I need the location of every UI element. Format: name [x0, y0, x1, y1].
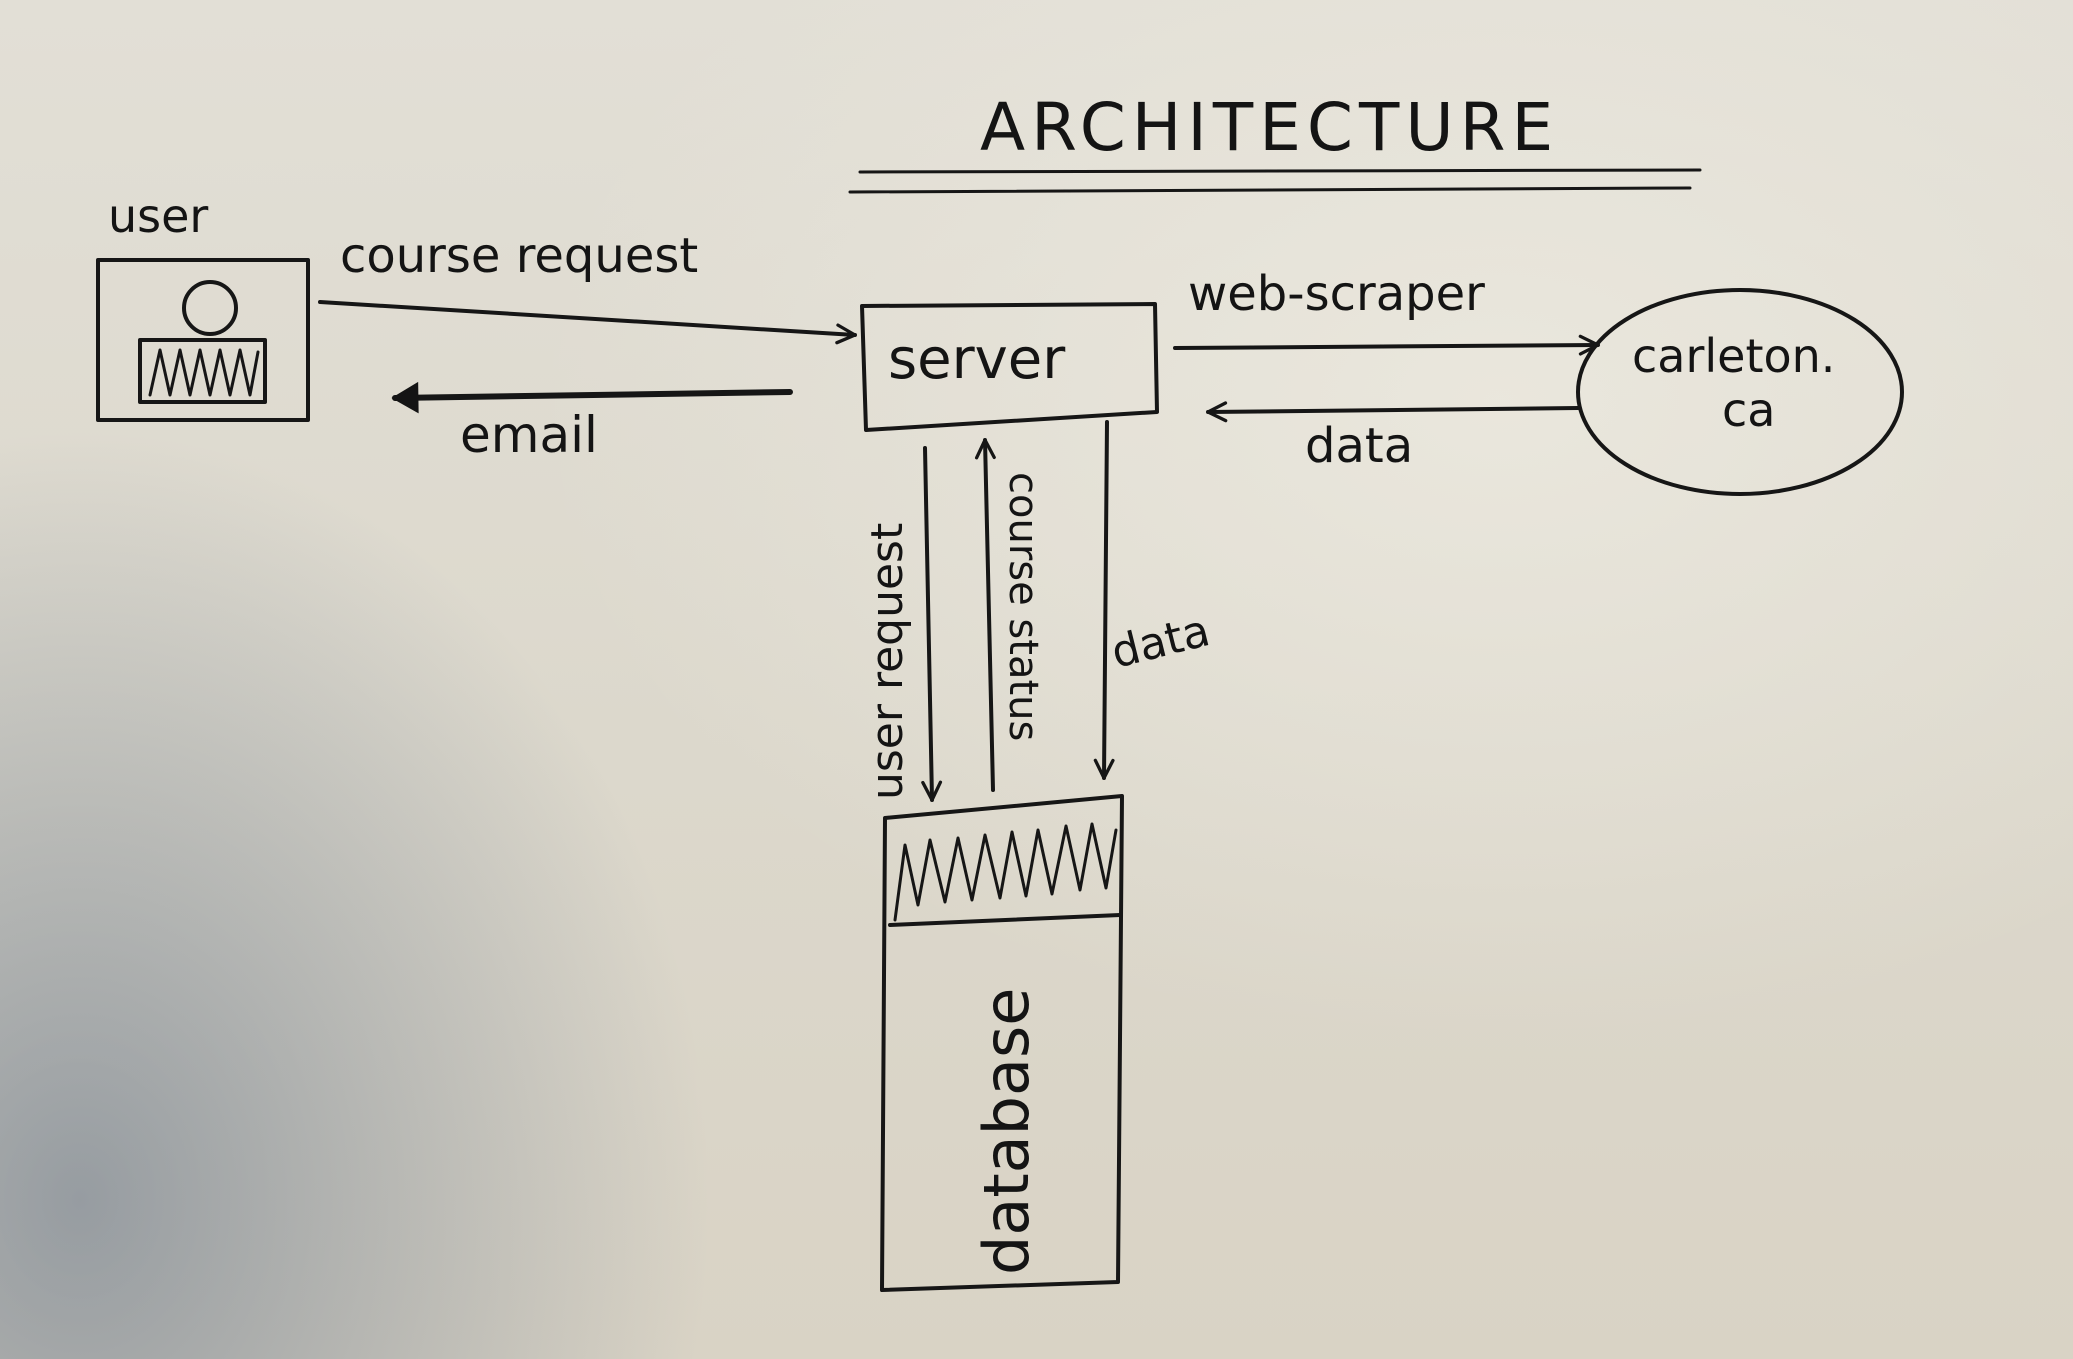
database-header-divider: [888, 913, 1122, 927]
site-data-arrow: [1206, 401, 1580, 423]
course-status-label: course status: [1000, 472, 1046, 741]
course-status-arrow: [974, 438, 996, 792]
database-box: [880, 794, 1124, 1292]
web-scraper-arrow: [1173, 334, 1600, 356]
web-scraper-label: web-scraper: [1188, 266, 1485, 322]
user-icon: [138, 280, 267, 404]
email-label: email: [460, 406, 598, 464]
course-request-label: course request: [340, 228, 698, 284]
email-arrow: [391, 381, 793, 414]
database-label: database: [970, 988, 1043, 1275]
title-underline-1: [858, 168, 1702, 174]
course-request-arrow: [318, 300, 857, 345]
diagram-title: ARCHITECTURE: [980, 89, 1559, 166]
title-underline-2: [848, 186, 1692, 194]
user-box: [96, 258, 310, 422]
carleton-label-line2: ca: [1722, 383, 1775, 437]
server-box: [860, 302, 1159, 432]
server-label: server: [888, 327, 1066, 392]
db-data-label: data: [1106, 605, 1215, 678]
site-data-label: data: [1305, 418, 1413, 474]
user-label: user: [108, 189, 208, 243]
db-data-arrow: [1093, 420, 1115, 780]
user-request-arrow: [921, 446, 943, 802]
user-request-label: user request: [862, 523, 913, 800]
carleton-node: [1576, 288, 1904, 496]
database-header-hatch: [893, 822, 1118, 922]
carleton-label-line1: carleton.: [1632, 329, 1835, 383]
